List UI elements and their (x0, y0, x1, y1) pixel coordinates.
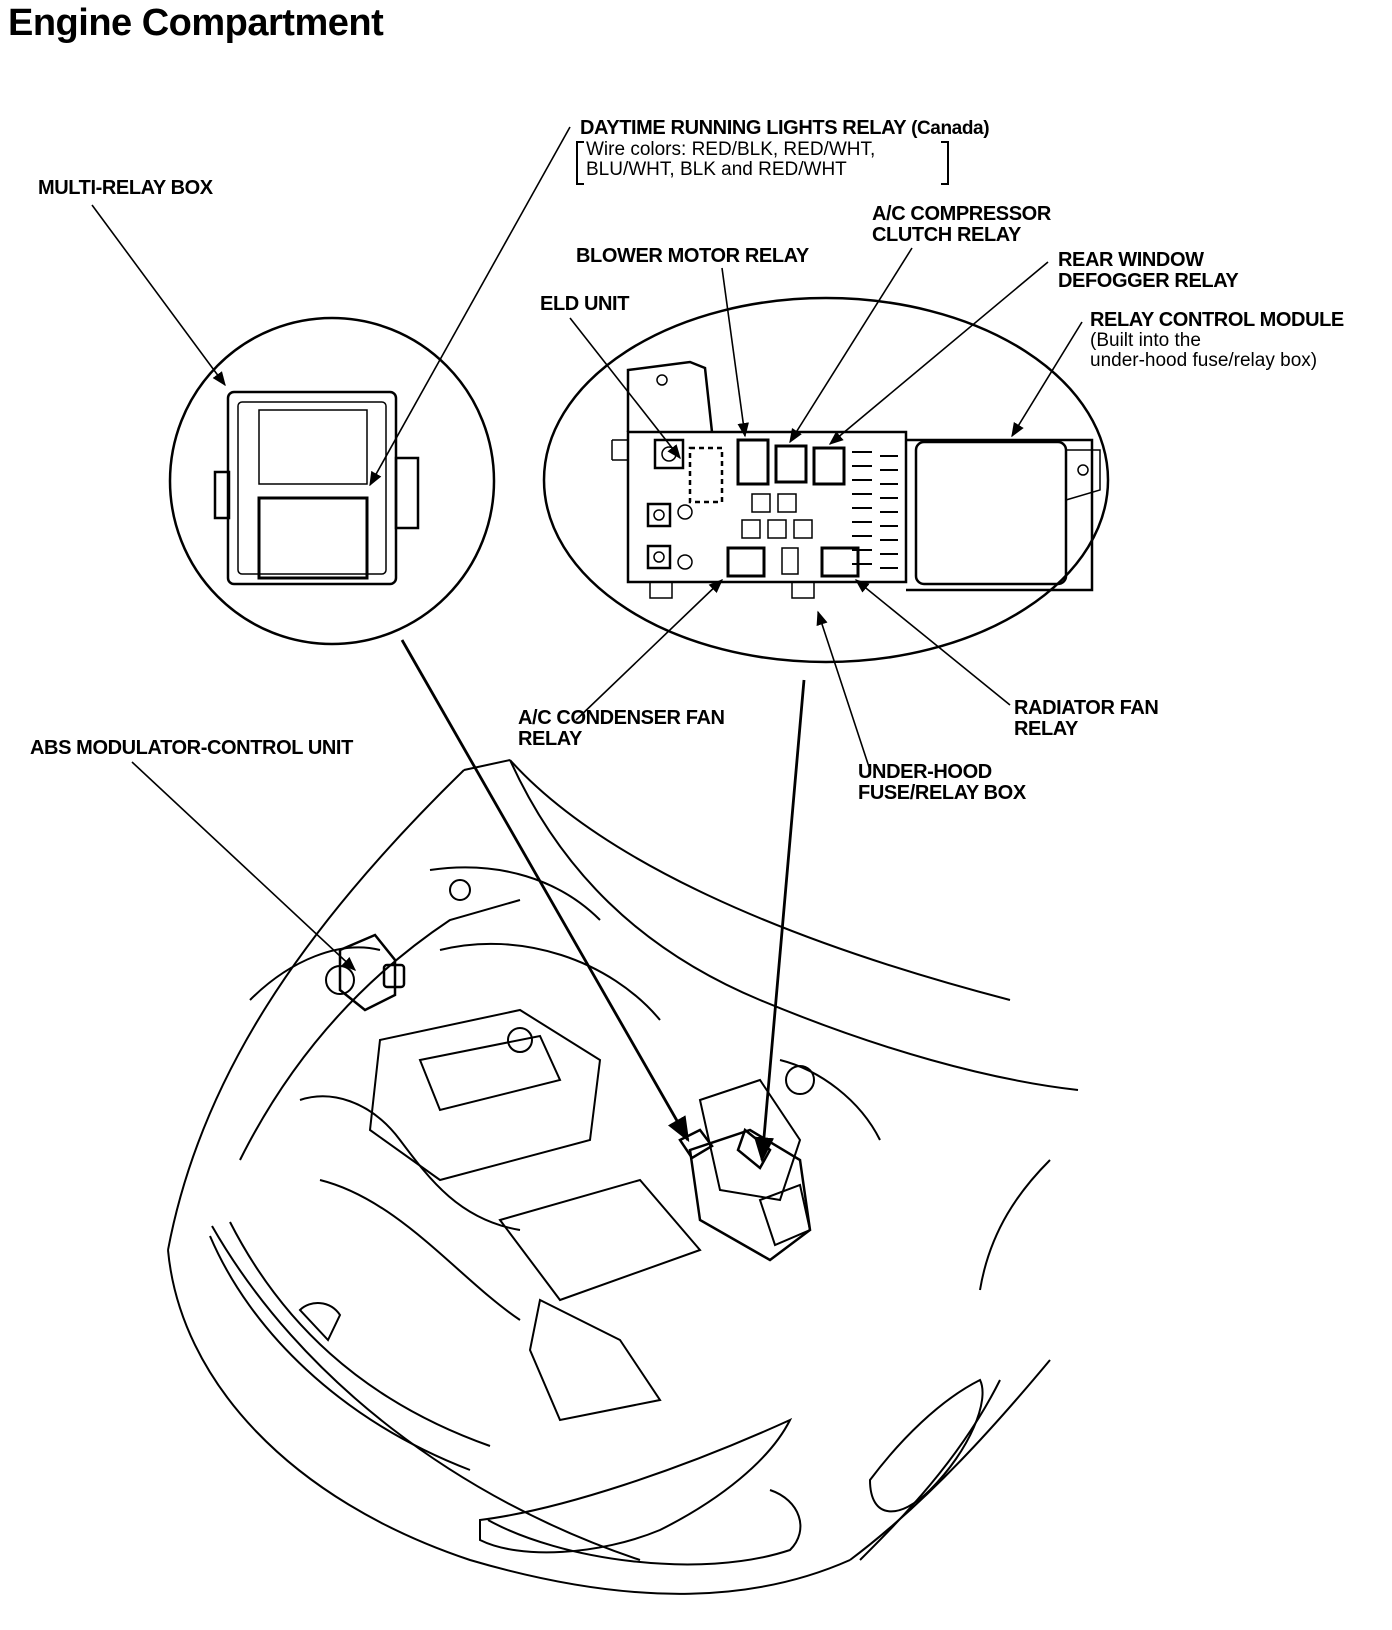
relay-control-module-label: RELAY CONTROL MODULE (Built into the und… (1090, 310, 1344, 371)
radiator-fan-line-2: RELAY (1014, 718, 1078, 740)
drl-relay-label: DAYTIME RUNNING LIGHTS RELAY (Canada) (580, 117, 990, 140)
ac-condenser-line-1: A/C CONDENSER FAN (518, 707, 725, 729)
blower-motor-relay-label: BLOWER MOTOR RELAY (576, 245, 809, 267)
wire-bracket-left (576, 141, 584, 185)
underhood-fuse-box-detail (542, 296, 1110, 664)
drl-wire-line-1: Wire colors: RED/BLK, RED/WHT, (586, 139, 876, 160)
page-title: Engine Compartment (8, 2, 384, 44)
rear-window-line-1: REAR WINDOW (1058, 249, 1204, 271)
ac-compressor-line-1: A/C COMPRESSOR (872, 203, 1051, 225)
rear-window-defogger-relay-label: REAR WINDOW DEFOGGER RELAY (1058, 249, 1239, 292)
ac-condenser-fan-relay-label: A/C CONDENSER FAN RELAY (518, 708, 725, 750)
eld-unit-label: ELD UNIT (540, 293, 630, 315)
drl-wire-line-2: BLU/WHT, BLK and RED/WHT (586, 159, 847, 180)
drl-wire-colors: Wire colors: RED/BLK, RED/WHT, BLU/WHT, … (586, 140, 875, 180)
ac-compressor-clutch-relay-label: A/C COMPRESSOR CLUTCH RELAY (872, 204, 1051, 246)
abs-modulator-control-unit-label: ABS MODULATOR-CONTROL UNIT (30, 737, 353, 759)
drl-relay-region: (Canada) (911, 118, 990, 139)
leader-lines (91, 126, 1083, 1163)
rear-window-line-2: DEFOGGER RELAY (1058, 270, 1239, 292)
radiator-fan-line-1: RADIATOR FAN (1014, 697, 1159, 719)
rcm-line-3: under-hood fuse/relay box) (1090, 350, 1318, 371)
ac-compressor-line-2: CLUTCH RELAY (872, 224, 1021, 246)
drl-relay-name: DAYTIME RUNNING LIGHTS RELAY (580, 117, 906, 139)
multi-relay-box-detail (168, 316, 496, 646)
car-engine-bay-illustration (167, 759, 1079, 1595)
underhood-line-1: UNDER-HOOD (858, 761, 992, 783)
wire-bracket-right (941, 141, 949, 185)
rcm-line-1: RELAY CONTROL MODULE (1090, 309, 1344, 331)
multi-relay-box-label: MULTI-RELAY BOX (38, 177, 213, 199)
radiator-fan-relay-label: RADIATOR FAN RELAY (1014, 697, 1159, 740)
underhood-fuse-relay-box-label: UNDER-HOOD FUSE/RELAY BOX (858, 762, 1026, 804)
ac-condenser-line-2: RELAY (518, 728, 582, 750)
underhood-line-2: FUSE/RELAY BOX (858, 782, 1026, 804)
rcm-line-2: (Built into the (1090, 330, 1201, 351)
